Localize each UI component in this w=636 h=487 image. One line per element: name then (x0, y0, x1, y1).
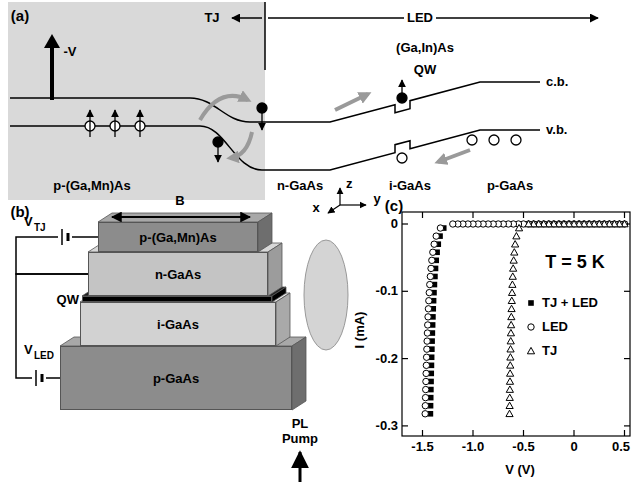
tick (624, 358, 630, 359)
tick (573, 212, 574, 218)
label: p-(Ga,Mn)As (53, 179, 130, 194)
tick (523, 212, 524, 218)
label: B (175, 194, 184, 209)
label: y (373, 192, 380, 207)
label: (a) (11, 7, 29, 24)
label: z (346, 177, 353, 192)
label: -0.2 (376, 351, 398, 366)
layer-label: n-GaAs (155, 267, 201, 282)
iv-curve (506, 220, 628, 416)
label: -1.5 (411, 440, 433, 455)
label: V (24, 215, 33, 230)
tunnel-electrons (213, 103, 267, 162)
layer-label: p-(Ga,Mn)As (139, 230, 216, 245)
label: TJ (204, 11, 219, 26)
tick (624, 430, 625, 436)
label: LED (34, 350, 54, 362)
label: -V (64, 45, 77, 60)
label: TJ (34, 222, 46, 234)
legend-marker (526, 322, 536, 332)
bias-arrowhead (44, 34, 60, 48)
layer-label: i-GaAs (157, 317, 199, 332)
label: v.b. (546, 123, 567, 138)
pump-arrow (299, 452, 302, 482)
circuit-wire (16, 237, 98, 274)
tick (422, 430, 423, 436)
tick (573, 430, 574, 436)
tj-shade (8, 2, 265, 200)
label: V (V) (505, 463, 535, 478)
label: T = 5 K (545, 252, 605, 273)
label: (Ga,In)As (396, 41, 454, 56)
label: PL Pump (278, 417, 322, 447)
iv-curve (428, 221, 628, 416)
tick (402, 425, 408, 426)
axis-triad (328, 188, 366, 213)
band-diagram (8, 2, 598, 200)
label: 0 (391, 217, 398, 232)
battery-symbol (32, 369, 46, 387)
legend-row: TJ (526, 343, 557, 358)
label: 0.5 (612, 440, 630, 455)
tick (402, 358, 408, 359)
label: LED (404, 11, 436, 26)
legend-text: TJ + LED (542, 295, 598, 310)
tick (624, 212, 625, 218)
transport-arrows (200, 94, 470, 162)
legend-text: LED (542, 319, 568, 334)
label: i-GaAs (389, 179, 431, 194)
qw-carriers (397, 80, 521, 163)
divider (264, 2, 266, 70)
legend-row: LED (526, 319, 568, 334)
bias-arrow (50, 46, 54, 100)
axis-ticks (402, 212, 630, 436)
label: -1.0 (462, 440, 484, 455)
tick (422, 212, 423, 218)
label: -0.5 (512, 440, 534, 455)
layer-box: p-(Ga,Mn)As (98, 222, 258, 252)
device-faces (60, 213, 306, 410)
battery-symbol (58, 228, 72, 246)
label: n-GaAs (277, 179, 323, 194)
tick (472, 212, 473, 218)
legend-marker (526, 298, 536, 308)
emission-lens (304, 240, 348, 350)
layer-box: p-GaAs (60, 346, 292, 410)
tj-arrow (232, 17, 262, 19)
tick (402, 223, 408, 224)
label: V (24, 343, 33, 358)
label: -0.1 (376, 284, 398, 299)
label: p-GaAs (487, 179, 533, 194)
label: -0.3 (376, 418, 398, 433)
spin-holes (85, 110, 145, 137)
layer-box: i-GaAs (80, 302, 276, 346)
tick (624, 291, 630, 292)
tick (624, 425, 630, 426)
iv-curve (422, 221, 628, 417)
legend-row: TJ + LED (526, 295, 598, 310)
legend-text: TJ (542, 343, 557, 358)
tick (523, 430, 524, 436)
tick (402, 291, 408, 292)
label: 0 (570, 440, 577, 455)
label: c.b. (546, 75, 568, 90)
label: x (312, 201, 319, 216)
label: (c) (385, 197, 403, 214)
plot-frame (402, 212, 630, 436)
tick (472, 430, 473, 436)
layer-box: n-GaAs (88, 252, 268, 296)
field-arrow (112, 216, 250, 218)
legend-marker (526, 346, 536, 356)
layer-label: p-GaAs (153, 371, 199, 386)
layer-label: QW (57, 292, 79, 307)
label: I (mA) (353, 312, 368, 349)
label: QW (414, 63, 436, 78)
iv-points (422, 220, 628, 417)
